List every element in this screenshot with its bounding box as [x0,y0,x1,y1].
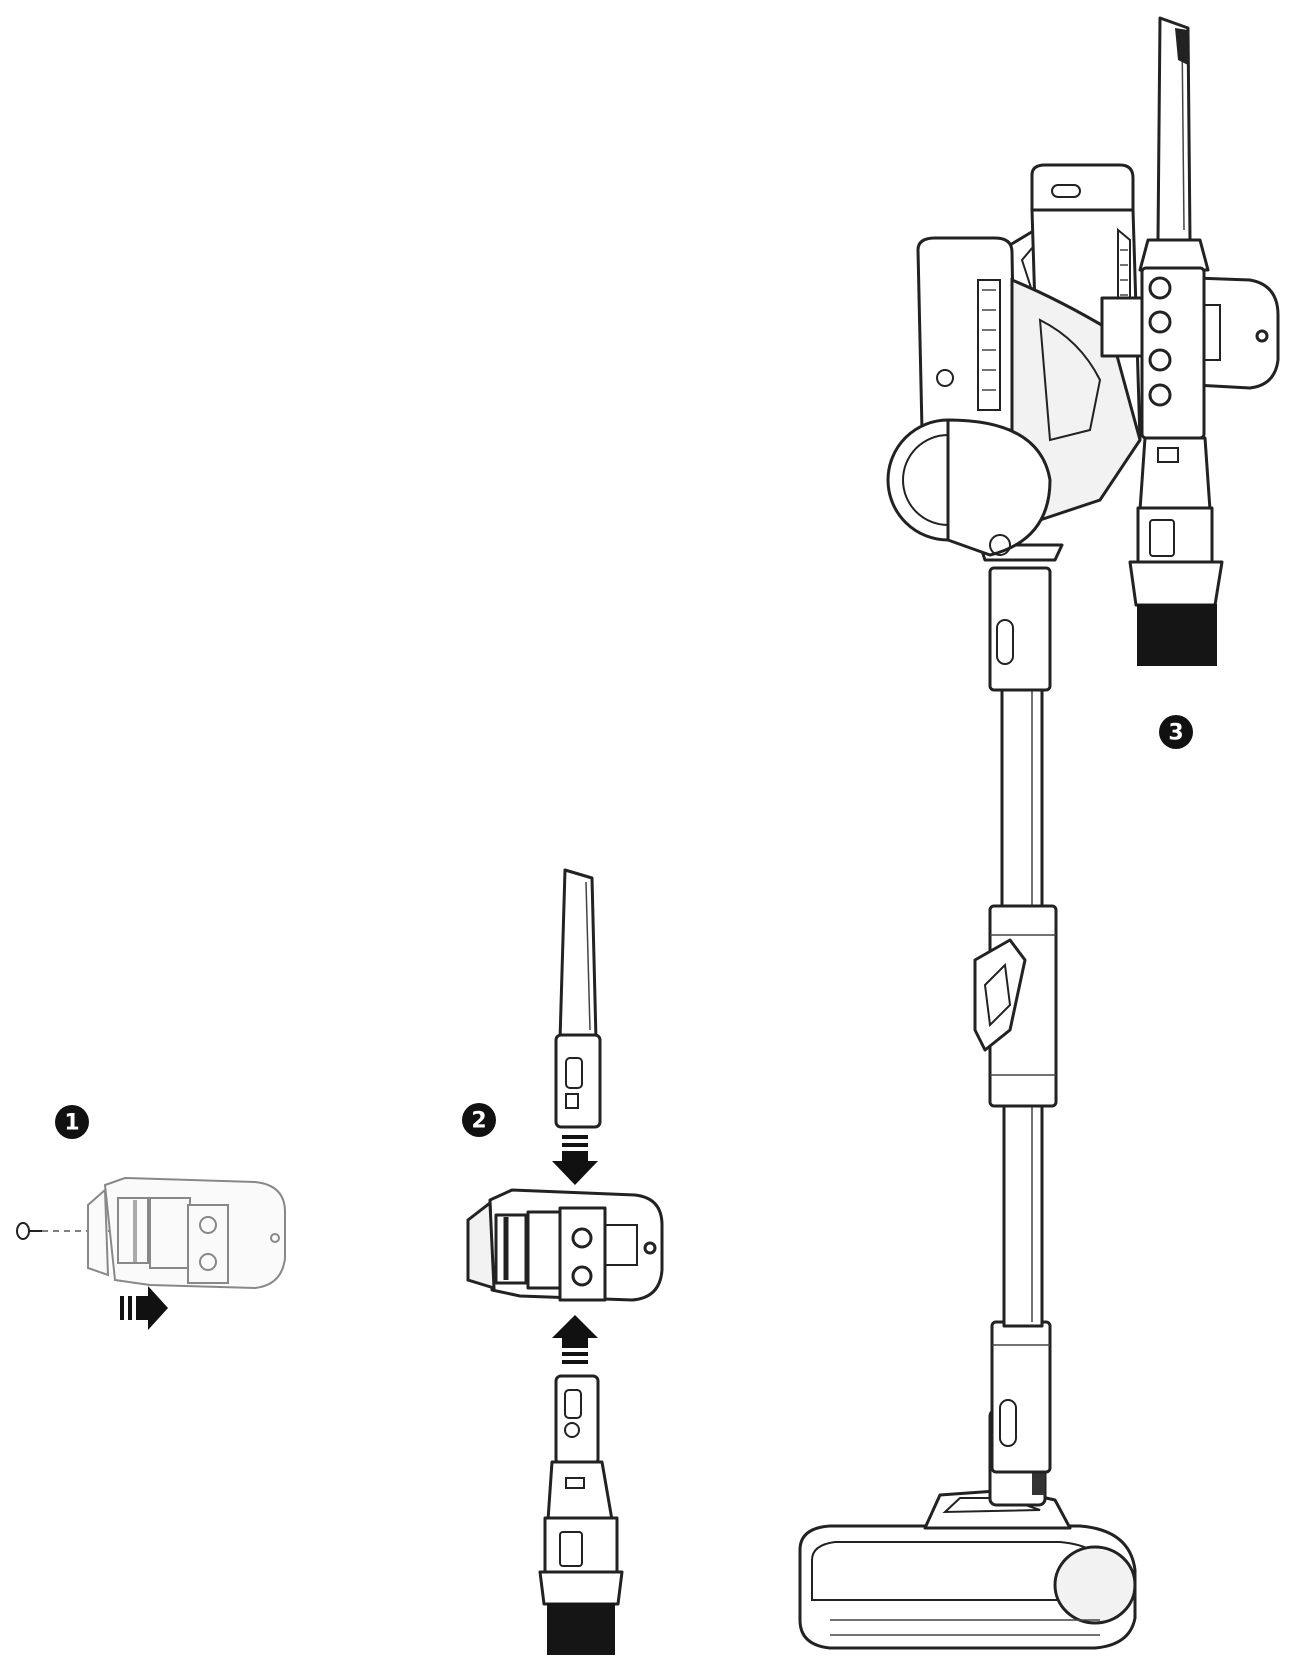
stored-brush-tool [1128,436,1224,666]
step-2-badge: 2 [462,1103,496,1137]
step-3-number: 3 [1168,721,1183,746]
wall-bracket [466,1188,664,1302]
wand-release-latch [973,904,1058,1108]
brush-bristles [547,1603,615,1655]
floor-brush-head [798,1408,1137,1650]
push-arrow-up-icon [552,1315,598,1364]
wand-tube [1000,686,1044,1328]
step-2-group: 2 [462,868,664,1655]
step-1-number: 1 [64,1111,79,1136]
vacuum-main-body [886,163,1144,557]
step-2-number: 2 [471,1109,486,1134]
step-3-group: 3 [798,16,1280,1650]
crevice-tool [554,868,602,1129]
push-arrow-right-icon [120,1286,168,1330]
stored-crevice-tool [1138,16,1210,440]
brush-tool [538,1374,624,1655]
step-3-badge: 3 [1159,715,1193,749]
push-arrow-down-icon [552,1135,598,1185]
wall-bracket-faded [87,1176,286,1290]
step-1-group: 1 [16,1105,286,1330]
step-1-badge: 1 [55,1105,89,1139]
upper-coupler [978,543,1064,692]
lower-wand-sleeve [990,1320,1052,1474]
